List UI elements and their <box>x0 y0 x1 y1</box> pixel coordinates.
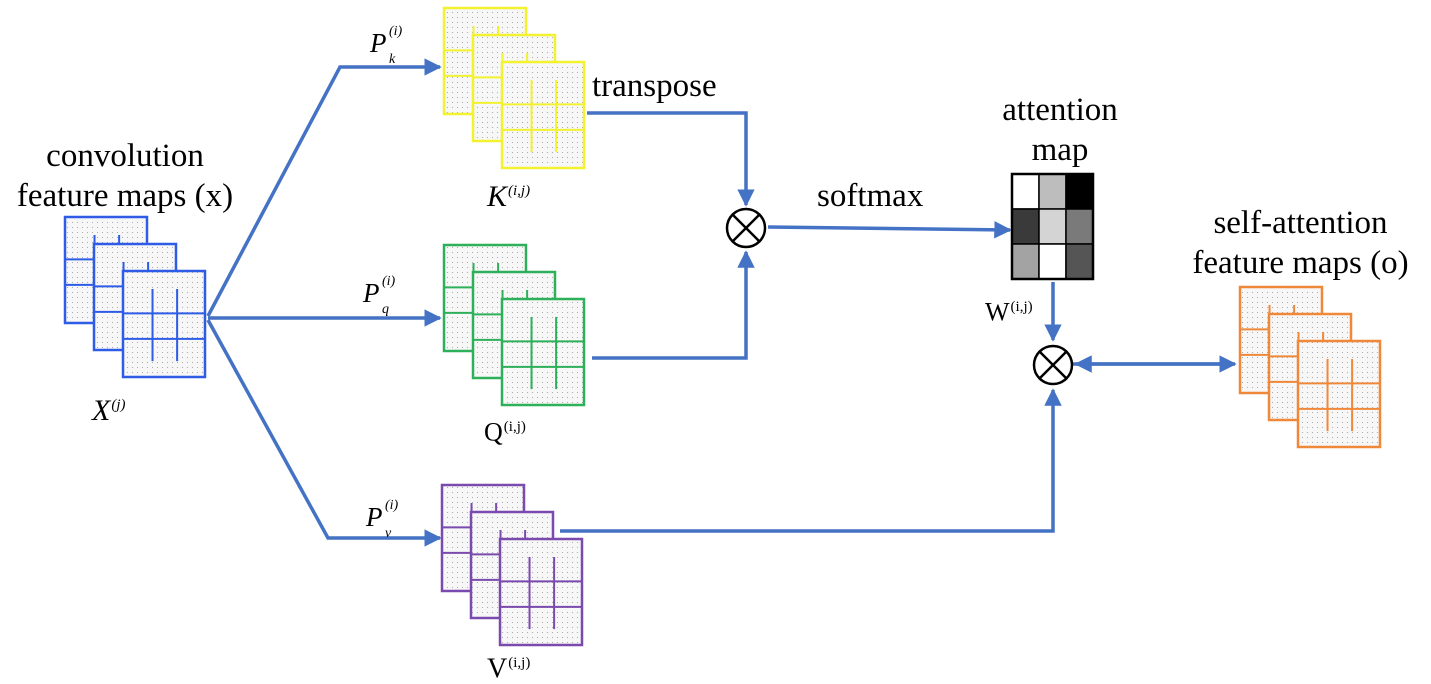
attention-cell <box>1011 243 1040 280</box>
arrow-value-to-multiply <box>560 388 1062 533</box>
transpose-label: transpose <box>592 68 717 104</box>
attention-cell <box>1038 173 1067 210</box>
arrow-query-to-multiply <box>592 250 755 360</box>
multiply-node-top <box>725 207 767 249</box>
multiply-node-bottom <box>1032 344 1074 386</box>
input-symbol: X(j) <box>92 394 126 427</box>
attention-cell <box>1011 173 1040 210</box>
arrow-to-value <box>206 319 442 547</box>
query-feature-maps <box>442 243 586 407</box>
attention-map-grid <box>1010 172 1095 281</box>
value-feature-maps <box>440 483 584 647</box>
attention-map-title: attention map <box>1002 92 1118 168</box>
value-symbol: V(i,j) <box>487 653 531 684</box>
projection-value-label: P(i)v <box>366 498 399 541</box>
arrow-transpose <box>587 111 755 207</box>
input-title: convolution feature maps (x) <box>16 138 234 214</box>
input-map-sheet <box>121 269 207 379</box>
key-symbol: K(i,j) <box>487 180 531 213</box>
attention-cell <box>1065 208 1094 245</box>
softmax-label: softmax <box>817 178 924 214</box>
attention-cell <box>1011 208 1040 245</box>
attention-cell <box>1065 243 1094 280</box>
projection-key-label: P(i)k <box>370 24 403 67</box>
value-map-sheet <box>498 537 584 647</box>
output-feature-maps <box>1238 285 1382 449</box>
query-symbol: Q(i,j) <box>484 417 526 447</box>
output-title: self-attention feature maps (o) <box>1192 205 1409 281</box>
input-feature-maps <box>63 215 207 379</box>
attention-cell <box>1065 173 1094 210</box>
query-map-sheet <box>500 297 586 407</box>
arrow-softmax <box>767 221 1012 239</box>
projection-query-label: P(i)q <box>363 274 396 317</box>
weight-symbol: W(i,j) <box>985 297 1033 327</box>
key-map-sheet <box>500 60 586 170</box>
key-feature-maps <box>442 6 586 170</box>
output-map-sheet <box>1296 339 1382 449</box>
arrow-to-key <box>206 58 442 317</box>
attention-cell <box>1038 208 1067 245</box>
attention-cell <box>1038 243 1067 280</box>
